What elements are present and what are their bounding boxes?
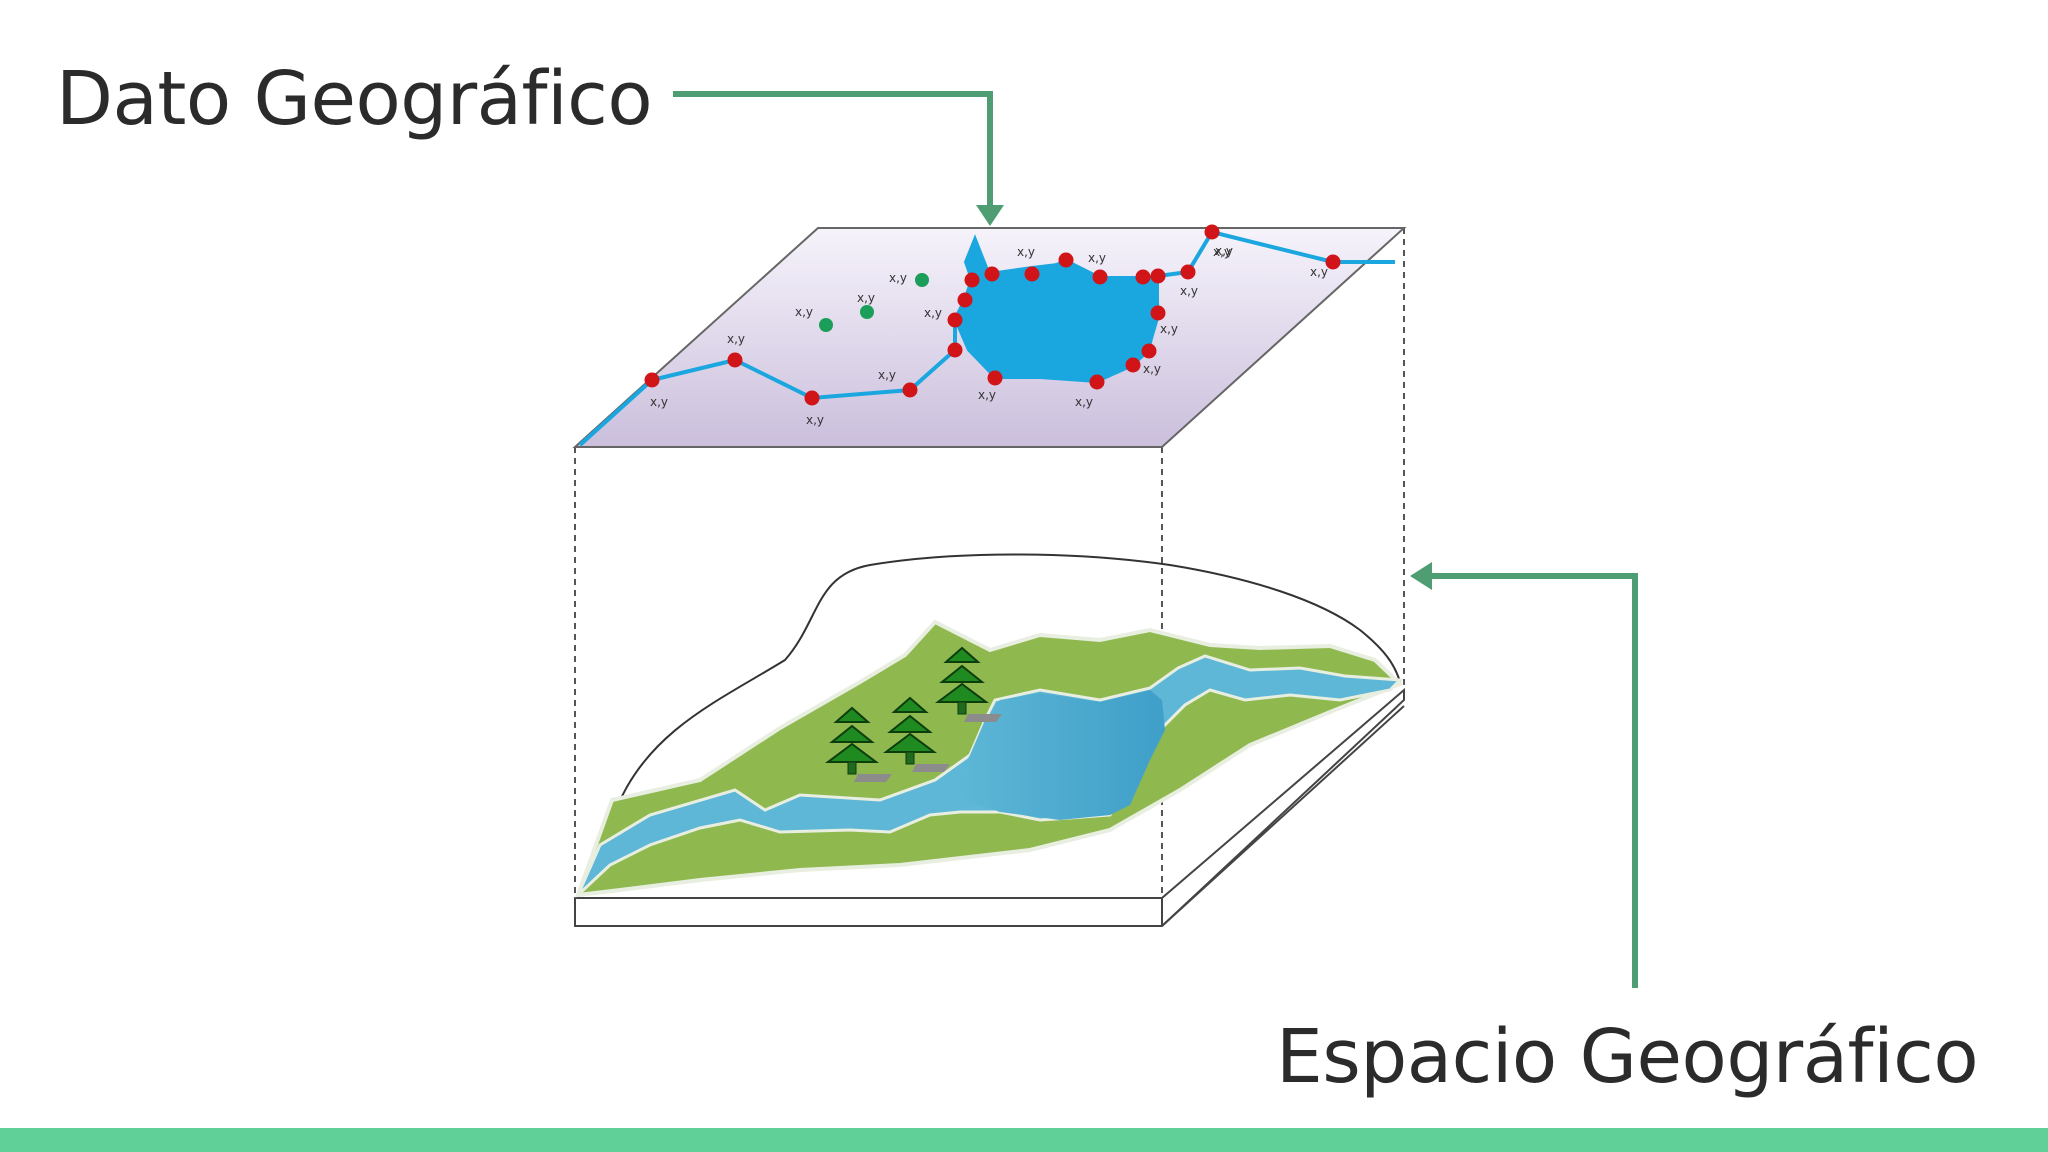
vertex-label: x,y (978, 388, 996, 402)
vertex-point (804, 390, 820, 406)
vertex-point (1325, 254, 1341, 270)
vertex-label: x,y (1143, 362, 1161, 376)
vertex-label: x,y (727, 332, 745, 346)
vertex-point (1092, 269, 1108, 285)
vertex-label: x,y (806, 413, 824, 427)
tree-icons (825, 646, 1002, 782)
data-layer-label: Dato Geográfico (56, 56, 653, 142)
vertex-point (1150, 268, 1166, 284)
vertex-point (727, 352, 743, 368)
space-layer-label: Espacio Geográfico (1276, 1014, 1979, 1100)
terrain-outline (617, 553, 1401, 806)
vertex-point (1058, 252, 1074, 268)
vertex-label: x,y (795, 305, 813, 319)
lake-fill (958, 262, 1160, 383)
vertex-point (1135, 269, 1151, 285)
vertex-label: x,y (857, 291, 875, 305)
vertex-label: x,y (1160, 322, 1178, 336)
vertex-point (1024, 266, 1040, 282)
vertex-label: x,y (1017, 245, 1035, 259)
vertex-point (1180, 264, 1196, 280)
vertex-label: x,y (878, 368, 896, 382)
vertex-label: x,y (1215, 244, 1233, 258)
vertex-point (902, 382, 918, 398)
vertex-point (947, 312, 963, 328)
vertex-point (1141, 343, 1157, 359)
vertex-label: x,y (650, 395, 668, 409)
vertex-labels: x,y x,y x,y x,y x,y x,y x,y x,y x,y x,y x,y x,y x,y x… (650, 244, 1328, 427)
vertex-label: x,y (924, 306, 942, 320)
vertex-point (947, 342, 963, 358)
terrain-lake (955, 690, 1165, 820)
vertex-point (964, 272, 980, 288)
vertex-label: x,y (1088, 251, 1106, 265)
vertex-label: x,y (889, 271, 907, 285)
vertex-point (1125, 357, 1141, 373)
vertex-point (1089, 374, 1105, 390)
vertex-point (984, 266, 1000, 282)
vertex-point (1204, 224, 1220, 240)
vertex-label: x,y (1213, 245, 1231, 259)
vertex-point (987, 370, 1003, 386)
point-features (819, 273, 929, 332)
vertex-point (1150, 305, 1166, 321)
footer-bar (0, 1128, 2048, 1152)
vertex-label: x,y (1075, 395, 1093, 409)
ground-block (574, 687, 1405, 927)
vertex-label: x,y (1180, 284, 1198, 298)
tree-icon (935, 646, 1002, 722)
vertex-points (644, 224, 1341, 406)
arrow-to-data (673, 91, 1004, 226)
tree-icon (825, 706, 892, 782)
vertex-point (644, 372, 660, 388)
vertex-label: x,y (1310, 265, 1328, 279)
arrow-to-space (1410, 562, 1638, 988)
vertex-point (957, 292, 973, 308)
tree-icon (883, 696, 950, 772)
